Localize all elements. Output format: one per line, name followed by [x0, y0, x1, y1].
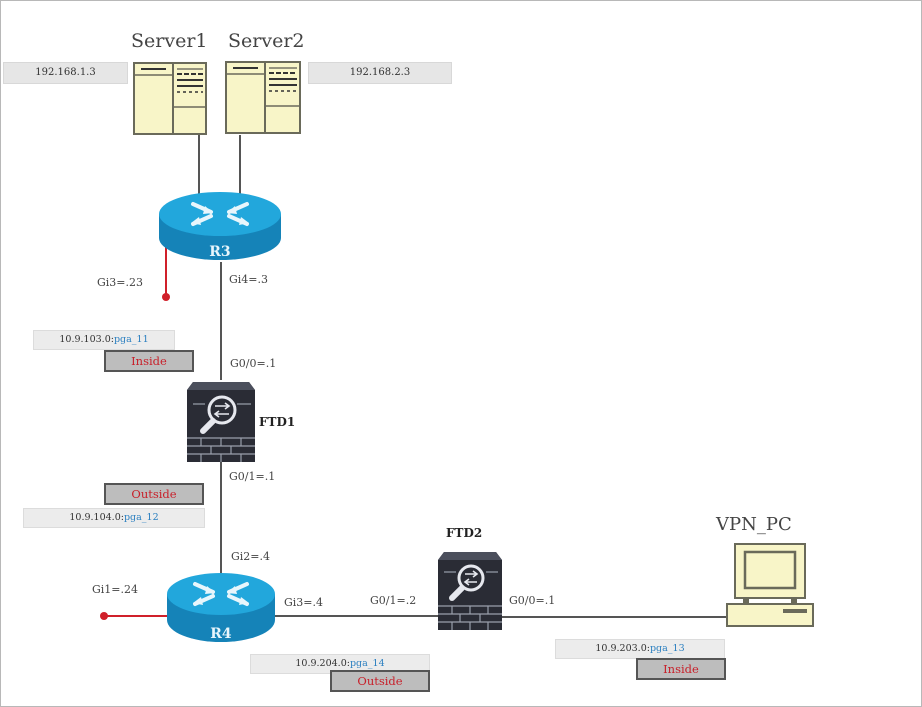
server1-icon[interactable] — [133, 62, 209, 136]
network-103-name: pga_11 — [113, 334, 149, 345]
firewall-ftd2-icon[interactable] — [436, 548, 504, 632]
stub-endpoint-r3 — [162, 293, 170, 301]
network-104-name: pga_12 — [123, 512, 159, 523]
server2-ip: 192.168.2.3 — [308, 62, 452, 84]
network-203-name: pga_13 — [649, 643, 685, 654]
ftd2-g01-label: G0/1=.2 — [370, 594, 417, 607]
zone-outside-ftd1: Outside — [104, 483, 204, 505]
zone-inside-ftd2: Inside — [636, 658, 726, 680]
network-204-name: pga_14 — [349, 658, 385, 669]
network-203-box: 10.9.203.0:pga_13 — [555, 639, 725, 659]
zone-outside-ftd2: Outside — [330, 670, 430, 692]
r4-gi3-label: Gi3=.4 — [284, 596, 324, 609]
router-r4-label: R4 — [210, 626, 232, 642]
network-104-box: 10.9.104.0:pga_12 — [23, 508, 205, 528]
r3-gi4-label: Gi4=.3 — [229, 273, 269, 286]
server2-label: Server2 — [228, 30, 305, 52]
r4-gi2-label: Gi2=.4 — [231, 550, 271, 563]
ftd1-label: FTD1 — [259, 415, 296, 429]
r3-gi3-label: Gi3=.23 — [97, 276, 144, 289]
server2-icon[interactable] — [225, 61, 303, 135]
server1-label: Server1 — [131, 30, 208, 52]
r4-gi1-label: Gi1=.24 — [92, 583, 139, 596]
firewall-ftd1-icon[interactable] — [185, 378, 257, 464]
network-103-prefix: 10.9.103.0: — [59, 334, 114, 345]
network-103-box: 10.9.103.0:pga_11 — [33, 330, 175, 350]
router-r3-label: R3 — [209, 244, 230, 260]
vpn-pc-label: VPN_PC — [716, 514, 792, 535]
network-104-prefix: 10.9.104.0: — [69, 512, 124, 523]
router-r3-icon[interactable]: R3 — [155, 190, 285, 270]
router-r4-icon[interactable]: R4 — [163, 570, 279, 650]
stub-endpoint-r4 — [100, 612, 108, 620]
vpn-pc-icon[interactable] — [725, 542, 817, 630]
ftd1-g00-label: G0/0=.1 — [230, 357, 277, 370]
zone-inside-ftd1: Inside — [104, 350, 194, 372]
ftd2-g00-label: G0/0=.1 — [509, 594, 556, 607]
network-204-prefix: 10.9.204.0: — [295, 658, 350, 669]
server1-ip: 192.168.1.3 — [3, 62, 128, 84]
ftd2-label: FTD2 — [446, 526, 483, 540]
network-203-prefix: 10.9.203.0: — [595, 643, 650, 654]
ftd1-g01-label: G0/1=.1 — [229, 470, 276, 483]
